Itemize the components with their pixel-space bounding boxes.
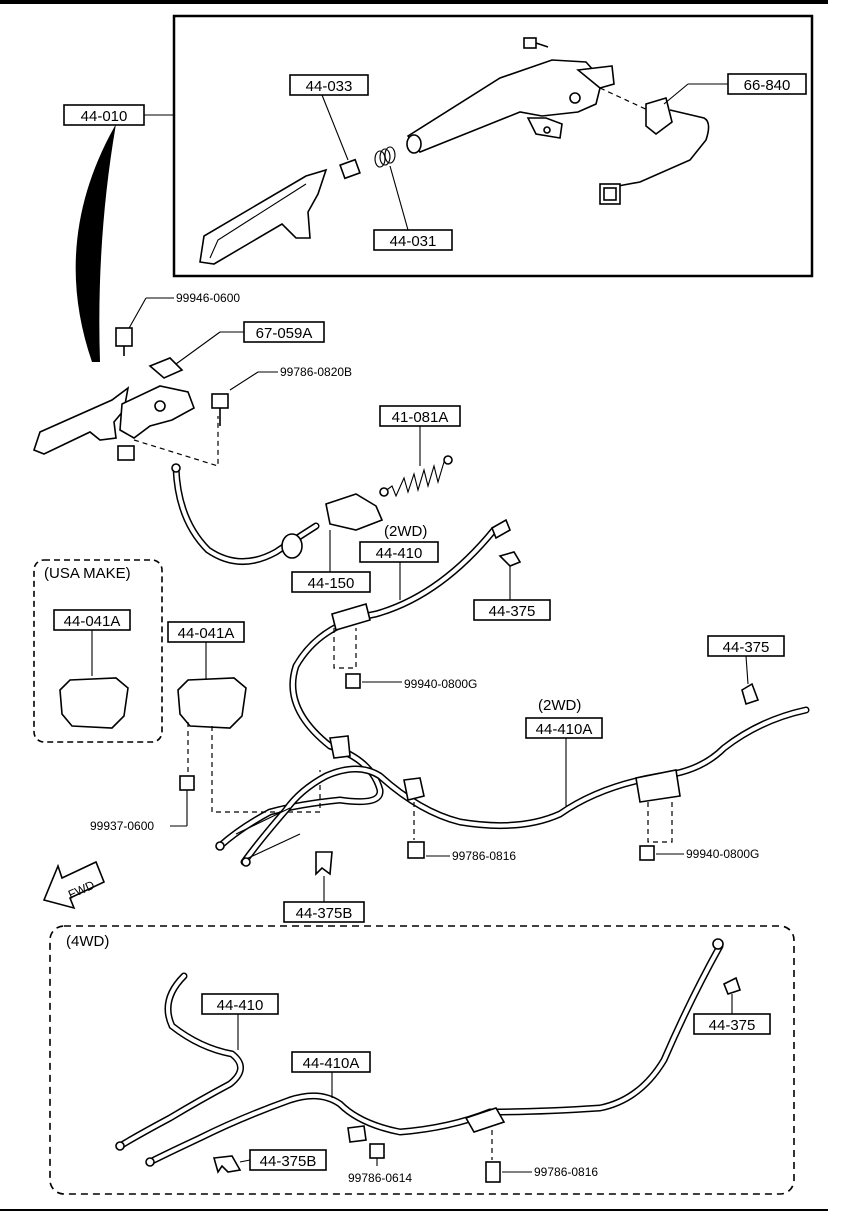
clip-44-375B-4wd	[212, 1155, 242, 1174]
label-text-99786-0816-b: 99786-0816	[534, 1165, 598, 1179]
label-text-44-410A-4wd: 44-410A	[303, 1055, 360, 1072]
label-text-44-375-4wd: 44-375	[709, 1017, 756, 1034]
label-text-4wd: (4WD)	[66, 933, 109, 950]
label-44-410A-4wd: 44-410A	[291, 1051, 371, 1098]
label-44-375B-4wd: 44-375B	[239, 1149, 327, 1171]
label-44-010: 44-010	[63, 104, 174, 126]
nut-99940-0800G-b: 99940-0800G	[639, 845, 759, 861]
clip-44-375B	[315, 851, 333, 876]
front-cable-44-150	[171, 463, 384, 565]
bracket-dash-c	[647, 802, 673, 843]
label-44-375-a: 44-375	[473, 566, 551, 621]
label-text-99937-0600: 99937-0600	[90, 819, 154, 833]
lever-dash	[133, 416, 219, 467]
label-44-410: 44-410	[359, 541, 439, 600]
4wd-frame	[49, 925, 795, 1195]
label-44-410A: 44-410A	[525, 717, 603, 806]
clip-44-375-4wd	[722, 976, 742, 995]
label-44-041A: 44-041A	[167, 621, 245, 680]
label-text-44-041A-usa: 44-041A	[64, 613, 121, 630]
label-text-2wd-a: (2WD)	[384, 523, 427, 540]
label-44-375-4wd: 44-375	[693, 994, 771, 1035]
button-spring	[374, 146, 396, 168]
bolt-99786-0614: 99786-0614	[348, 1143, 412, 1185]
label-text-99946-0600: 99946-0600	[176, 291, 240, 305]
label-text-66-840: 66-840	[744, 77, 791, 94]
label-44-375-b: 44-375	[707, 635, 785, 685]
rear-cable-44-410-4wd	[115, 972, 244, 1151]
label-text-44-375B: 44-375B	[296, 905, 353, 922]
label-text-44-150: 44-150	[308, 575, 355, 592]
fwd-arrow-icon: FWD	[42, 860, 106, 910]
label-text-99786-0614: 99786-0614	[348, 1171, 412, 1185]
lever-assembly	[33, 385, 195, 461]
push-button-part	[339, 158, 361, 180]
label-text-44-041A: 44-041A	[178, 625, 235, 642]
insulator-pad	[148, 357, 184, 379]
label-text-44-410A: 44-410A	[536, 721, 593, 738]
label-text-99786-0820B: 99786-0820B	[280, 365, 352, 379]
top-rule	[0, 0, 828, 4]
label-text-usa-make: (USA MAKE)	[44, 565, 131, 582]
switch-dash	[599, 87, 653, 113]
bolt-99786-0816-b: 99786-0816	[485, 1130, 598, 1183]
bolt-99786-0816-a: 99786-0816	[407, 802, 516, 863]
clip-44-375-b	[741, 682, 760, 706]
label-67-059A: 67-059A	[175, 321, 325, 365]
label-text-99940-0800G-a: 99940-0800G	[404, 677, 477, 691]
label-text-2wd-b: (2WD)	[538, 697, 581, 714]
bracket-dash-a	[333, 628, 357, 669]
lever-grip-cover	[199, 168, 328, 265]
label-text-99940-0800G-b: 99940-0800G	[686, 847, 759, 861]
label-text-44-410: 44-410	[376, 545, 423, 562]
rear-cable-44-410A	[240, 706, 810, 866]
label-text-44-410-4wd: 44-410	[217, 997, 264, 1014]
nut-99940-0800G-a: 99940-0800G	[345, 673, 477, 691]
label-text-67-059A: 67-059A	[256, 325, 313, 342]
label-66-840: 66-840	[663, 73, 807, 105]
label-44-033: 44-033	[289, 74, 369, 161]
bracket-dash-b	[187, 722, 321, 813]
detail-swoosh-arrow	[75, 124, 116, 362]
nut-99946-0600	[115, 327, 133, 356]
usa-make-frame	[33, 559, 163, 743]
label-text-41-081A: 41-081A	[392, 409, 449, 426]
label-text-99786-0816-a: 99786-0816	[452, 849, 516, 863]
brake-switch	[599, 96, 710, 205]
clip-44-375-a	[498, 551, 522, 567]
lever-bolt	[523, 37, 549, 49]
label-44-410-4wd: 44-410	[201, 993, 279, 1050]
label-text-44-031: 44-031	[390, 233, 437, 250]
bolt-99786-0820B	[211, 393, 229, 426]
label-44-150: 44-150	[291, 530, 371, 593]
lever-arm	[406, 59, 615, 154]
label-text-44-010: 44-010	[81, 108, 128, 125]
return-spring	[379, 455, 453, 498]
inset-frame-lever	[172, 14, 814, 278]
label-text-44-375B-4wd: 44-375B	[260, 1153, 317, 1170]
label-41-081A: 41-081A	[379, 405, 461, 466]
cable-end-fittings-2wd	[215, 807, 301, 867]
label-44-031: 44-031	[373, 165, 453, 251]
bracket-44-041A-usa	[59, 677, 129, 729]
bracket-44-041A	[177, 677, 247, 729]
label-99786-0820B: 99786-0820B	[229, 365, 352, 391]
label-44-375B: 44-375B	[283, 876, 365, 923]
rear-cable-44-410A-4wd	[145, 938, 724, 1167]
label-text-44-375-a: 44-375	[489, 603, 536, 620]
label-text-44-375-b: 44-375	[723, 639, 770, 656]
label-text-44-033: 44-033	[306, 78, 353, 95]
nut-99937-0600: 99937-0600	[90, 775, 195, 833]
label-44-041A-usa: 44-041A	[53, 609, 131, 676]
label-99946-0600: 99946-0600	[127, 291, 240, 331]
